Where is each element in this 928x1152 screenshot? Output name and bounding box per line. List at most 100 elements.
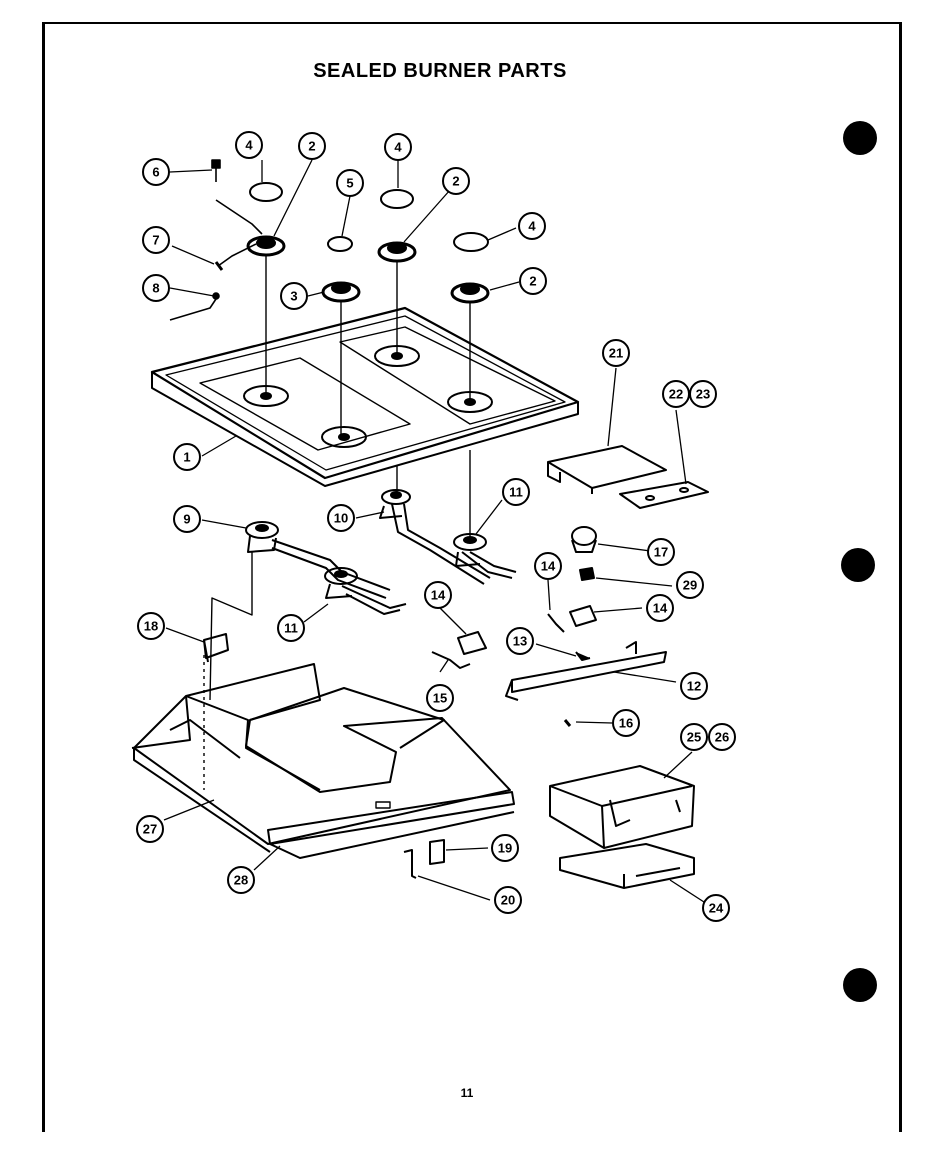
callout-4: 4 [384, 133, 412, 161]
callout-circle [676, 571, 704, 599]
leader-lines [163, 159, 705, 903]
callout-number: 14 [541, 559, 556, 574]
callout-2: 2 [519, 267, 547, 295]
callout-number: 25 [687, 730, 701, 745]
callout-21: 21 [602, 339, 630, 367]
callout-circle [647, 538, 675, 566]
callout-number: 21 [609, 346, 623, 361]
callout-20: 20 [494, 886, 522, 914]
callout-circle [136, 815, 164, 843]
callout-number: 4 [245, 138, 253, 153]
callout-circle [442, 167, 470, 195]
callout-circle [506, 627, 534, 655]
binder-hole-top [843, 121, 877, 155]
callout-5: 5 [336, 169, 364, 197]
callout-6: 6 [142, 158, 170, 186]
callout-circle [280, 282, 308, 310]
callout-circle [680, 672, 708, 700]
callout-circle [534, 552, 562, 580]
callout-circle [384, 133, 412, 161]
callout-11: 11 [502, 478, 530, 506]
callout-number: 20 [501, 893, 515, 908]
callout-14: 14 [534, 552, 562, 580]
callout-number: 9 [183, 512, 190, 527]
callout-18: 18 [137, 612, 165, 640]
callout-25: 25 [680, 723, 708, 751]
callout-14: 14 [424, 581, 452, 609]
burner-tubes [245, 489, 517, 615]
callout-circle [137, 612, 165, 640]
callout-circle [142, 274, 170, 302]
callout-9: 9 [173, 505, 201, 533]
callout-number: 24 [709, 901, 724, 916]
callout-circle [336, 169, 364, 197]
callout-number: 4 [394, 140, 402, 155]
callout-8: 8 [142, 274, 170, 302]
callout-circle [602, 339, 630, 367]
callout-22: 22 [662, 380, 690, 408]
front-bar-28 [267, 791, 515, 859]
callout-number: 18 [144, 619, 158, 634]
callout-number: 28 [234, 873, 248, 888]
callout-1: 1 [173, 443, 201, 471]
callout-number: 3 [290, 289, 297, 304]
lower-tray-24 [559, 843, 695, 889]
callout-circle [491, 834, 519, 862]
callout-number: 16 [619, 716, 633, 731]
page-number: 11 [460, 1086, 474, 1100]
callout-circle [502, 478, 530, 506]
callout-number: 11 [509, 485, 523, 500]
callout-circle [680, 723, 708, 751]
callout-circle [235, 131, 263, 159]
callout-circle [494, 886, 522, 914]
callout-19: 19 [491, 834, 519, 862]
callout-circle [519, 267, 547, 295]
callout-circle [173, 443, 201, 471]
callout-3: 3 [280, 282, 308, 310]
callout-13: 13 [506, 627, 534, 655]
callout-number: 17 [654, 545, 668, 560]
callout-number: 14 [431, 588, 446, 603]
burner-box-27 [131, 663, 511, 853]
callout-circle [298, 132, 326, 160]
callout-number: 14 [653, 601, 668, 616]
callout-circle [646, 594, 674, 622]
callout-2: 2 [298, 132, 326, 160]
callout-number: 6 [152, 165, 159, 180]
callout-circle [426, 684, 454, 712]
binder-hole-bottom [843, 968, 877, 1002]
cooktop-part-1 [150, 306, 580, 487]
callout-number: 27 [143, 822, 157, 837]
callout-circle [327, 504, 355, 532]
callout-27: 27 [136, 815, 164, 843]
callout-circle [173, 505, 201, 533]
valves [431, 526, 597, 727]
callout-7: 7 [142, 226, 170, 254]
diagram-title: SEALED BURNER PARTS [313, 60, 567, 82]
bottom-tray-25-26 [549, 765, 695, 849]
callout-number: 23 [696, 387, 710, 402]
callout-circle [277, 614, 305, 642]
callout-number: 29 [683, 578, 697, 593]
callout-number: 8 [152, 281, 159, 296]
small-parts-19-20 [403, 839, 445, 879]
callout-number: 4 [528, 219, 536, 234]
callout-2: 2 [442, 167, 470, 195]
callout-number: 2 [452, 174, 459, 189]
callout-number: 5 [346, 176, 353, 191]
callout-circle [227, 866, 255, 894]
callout-28: 28 [227, 866, 255, 894]
callout-15: 15 [426, 684, 454, 712]
callout-circle [612, 709, 640, 737]
callout-16: 16 [612, 709, 640, 737]
callout-circle [142, 158, 170, 186]
callout-24: 24 [702, 894, 730, 922]
callout-circle [689, 380, 717, 408]
callout-29: 29 [676, 571, 704, 599]
callout-26: 26 [708, 723, 736, 751]
callout-14: 14 [646, 594, 674, 622]
callout-number: 22 [669, 387, 683, 402]
